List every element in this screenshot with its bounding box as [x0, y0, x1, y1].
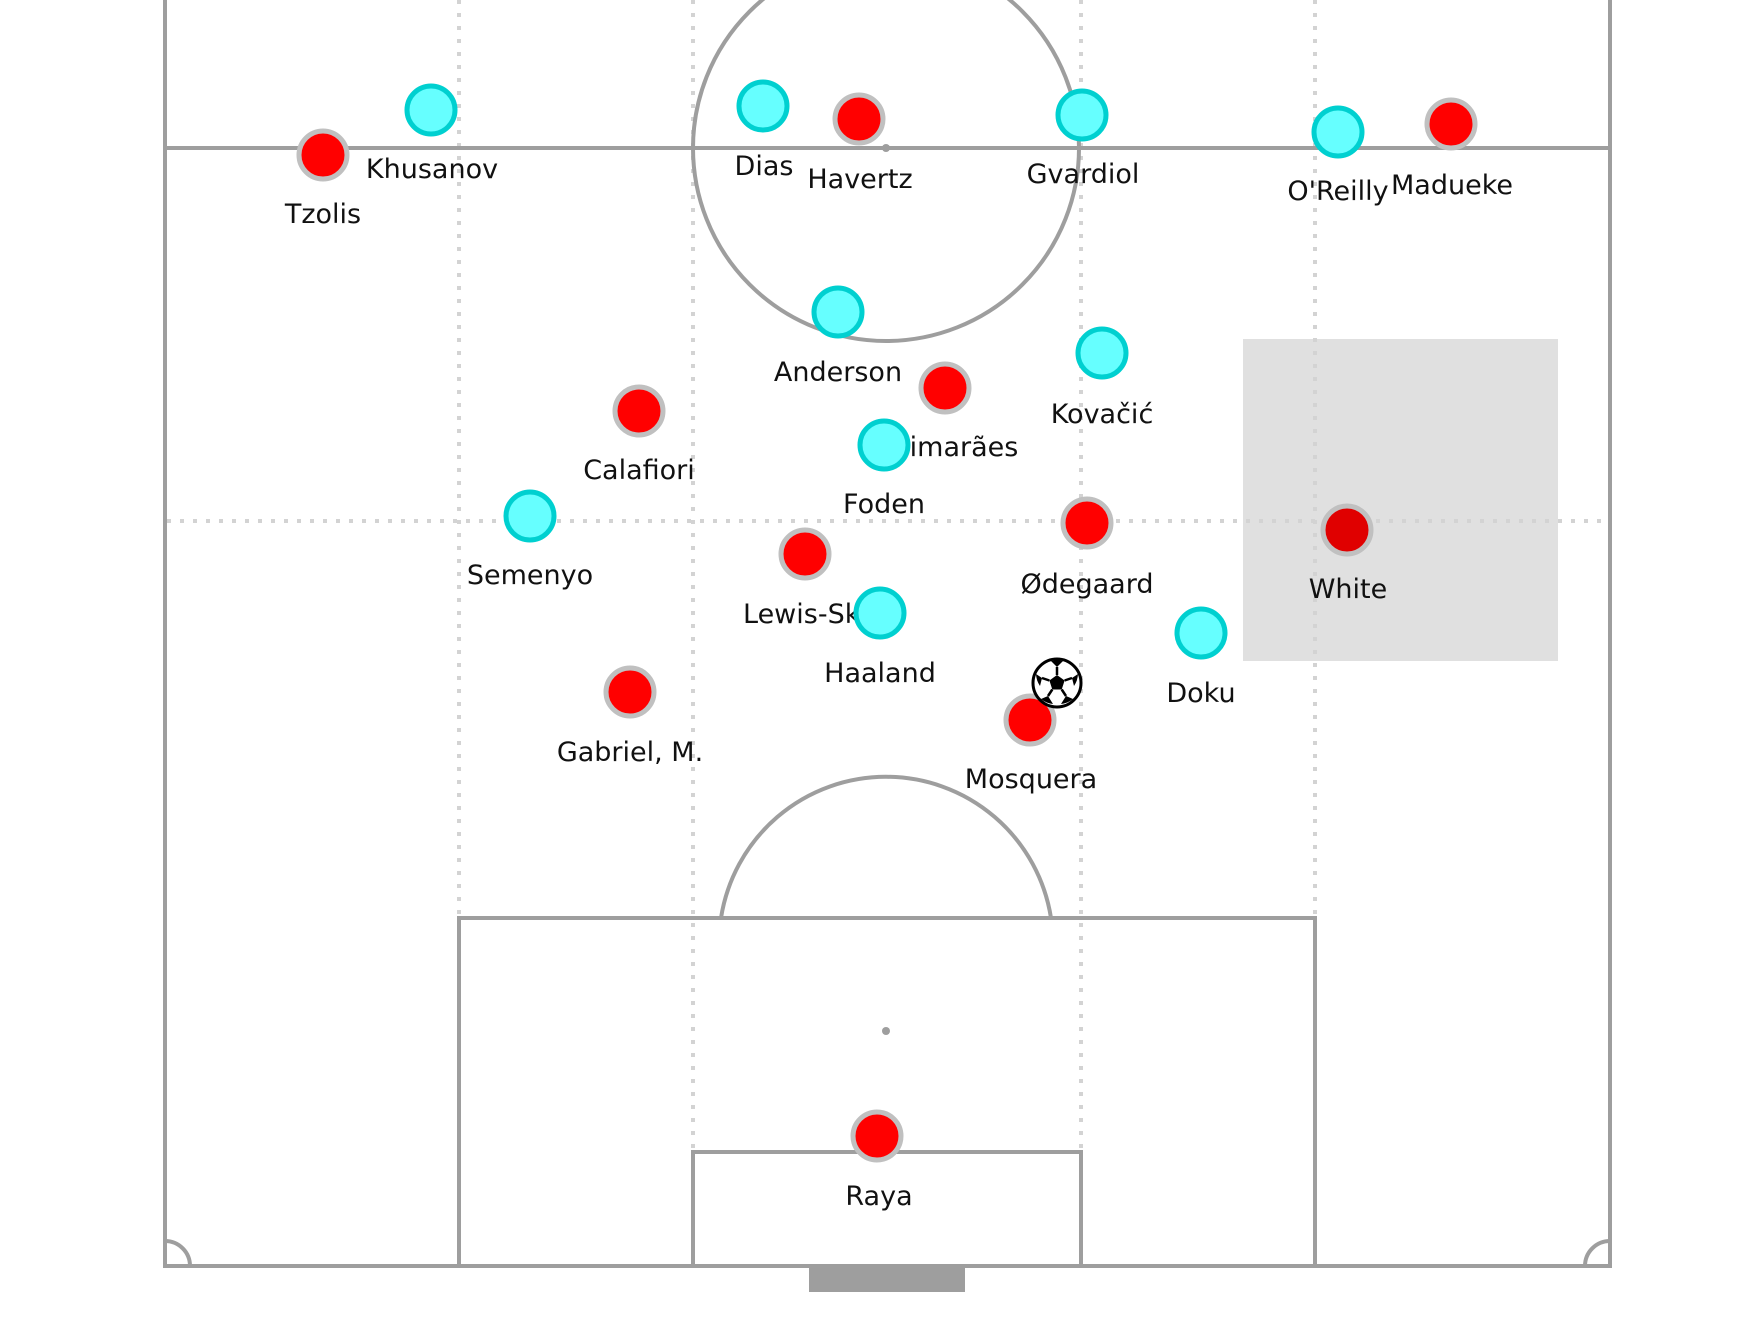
player-name-calafiori: Calafiori	[583, 455, 695, 486]
corner-arc-left	[164, 1239, 192, 1267]
centre-spot	[882, 144, 890, 152]
player-marker-gabriel-m	[603, 665, 657, 719]
penalty-arc	[719, 774, 1053, 919]
pitch-markings	[163, 0, 1612, 1292]
player-name-haaland: Haaland	[824, 658, 936, 689]
player-marker-doku	[1174, 606, 1228, 660]
player-marker-madueke	[1424, 97, 1478, 151]
player-marker-mosquera	[1003, 693, 1057, 747]
goal	[809, 1268, 965, 1292]
player-marker-calafiori	[612, 384, 666, 438]
player-marker-raya	[850, 1109, 904, 1163]
player-name-gabriel-m: Gabriel, M.	[557, 737, 703, 768]
player-name-white: White	[1309, 574, 1388, 605]
player-name-anderson: Anderson	[774, 357, 902, 388]
player-name-mosquera: Mosquera	[965, 764, 1097, 795]
centre-circle	[691, 0, 1081, 343]
player-marker-gvardiol	[1055, 88, 1109, 142]
player-name-raya: Raya	[845, 1181, 912, 1212]
player-name-lewis-skelly: Lewis-Skelly	[743, 599, 907, 630]
player-marker-anderson	[811, 285, 865, 339]
player-marker-haaland	[853, 586, 907, 640]
player-name-semenyo: Semenyo	[467, 560, 593, 591]
player-name-havertz: Havertz	[807, 164, 912, 195]
player-marker-dias	[736, 79, 790, 133]
player-name-degaard: Ødegaard	[1021, 569, 1154, 600]
player-marker-foden	[857, 418, 911, 472]
player-marker-khusanov	[404, 83, 458, 137]
player-marker-o-reilly	[1311, 105, 1365, 159]
pitch-grid	[167, 0, 1610, 1265]
corner-arc-right	[1583, 1239, 1611, 1267]
player-name-kovac-ic: Kovačić	[1051, 399, 1154, 430]
highlight-zone	[1243, 339, 1558, 661]
player-name-madueke: Madueke	[1391, 170, 1513, 201]
player-marker-degaard	[1060, 496, 1114, 550]
player-markers	[296, 79, 1478, 1163]
player-marker-semenyo	[503, 489, 557, 543]
player-name-dias: Dias	[735, 151, 794, 182]
player-name-o-reilly: O'Reilly	[1287, 176, 1388, 207]
player-marker-guimara-es	[918, 361, 972, 415]
player-marker-lewis-skelly	[778, 527, 832, 581]
soccer-ball-icon	[1031, 657, 1083, 709]
player-name-tzolis: Tzolis	[284, 199, 361, 230]
player-name-foden: Foden	[843, 489, 925, 520]
player-marker-white	[1320, 503, 1374, 557]
player-name-doku: Doku	[1166, 678, 1235, 709]
player-marker-havertz	[832, 92, 886, 146]
penalty-area	[457, 916, 1317, 1268]
penalty-spot	[882, 1027, 890, 1035]
player-marker-kovac-ic	[1075, 326, 1129, 380]
player-name-gvardiol: Gvardiol	[1027, 159, 1140, 190]
player-marker-tzolis	[296, 128, 350, 182]
player-name-khusanov: Khusanov	[366, 154, 498, 185]
